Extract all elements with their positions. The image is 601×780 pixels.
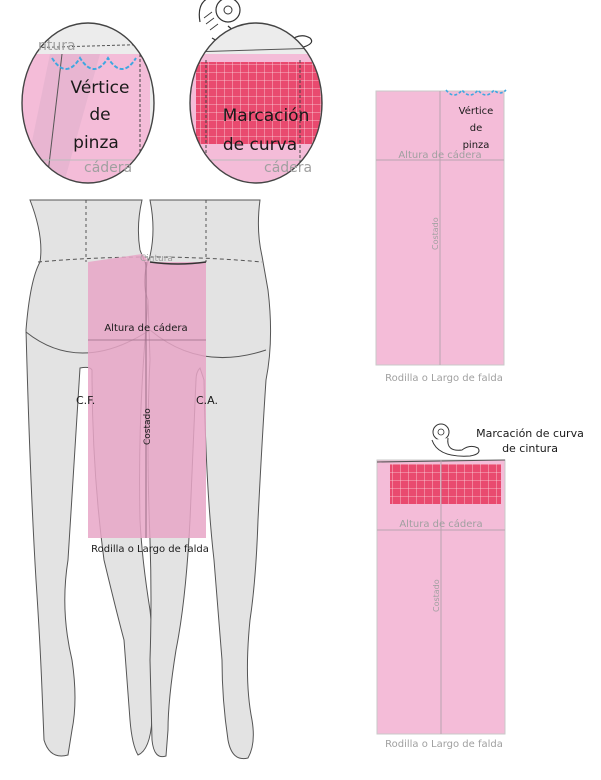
panel-bottom-costado: Costado	[432, 579, 441, 612]
zoom-left-bottom-label: cádera	[84, 160, 132, 176]
zoom-left-line-2: de	[89, 105, 110, 125]
zoom-right-line-2: de curva	[223, 135, 297, 155]
zoom-left-line-1: Vértice	[71, 78, 130, 98]
panel-top-costado: Costado	[431, 217, 440, 250]
figure-altura-label: Altura de cádera	[104, 322, 187, 334]
zoom-right-line-1: Marcación	[223, 106, 310, 126]
pattern-panel-dart: Vértice de pinza Altura de cádera Costad…	[375, 88, 507, 384]
figure-costado-label: Costado	[143, 408, 153, 445]
panel-top-altura: Altura de cádera	[398, 149, 481, 161]
panel-top-vertice-2: de	[470, 123, 483, 134]
french-curve-small-icon	[431, 423, 480, 457]
panel-top-vertice-3: pinza	[463, 140, 490, 151]
zoom-circle-dart: ntura Vértice de pinza cádera	[21, 22, 155, 184]
figure-cf-label: C.F.	[76, 394, 95, 407]
figure-rodilla-label: Rodilla o Largo de falda	[91, 544, 209, 555]
figure-cintura-label: Cintura	[140, 254, 173, 264]
pattern-panel-curve: Marcación de curva de cintura Altura de …	[376, 423, 584, 750]
zoom-circle-curve: Marcación de curva cádera	[189, 22, 323, 184]
figure-ca-label: C.A.	[196, 394, 218, 407]
panel-bottom-marcacion-2: de cintura	[502, 442, 558, 455]
zoom-right-bottom-label: cádera	[264, 160, 312, 176]
leg-figure: Cintura Altura de cádera C.F. C.A. Costa…	[25, 199, 272, 760]
panel-bottom-altura: Altura de cádera	[399, 518, 482, 530]
panel-bottom-marcacion-1: Marcación de curva	[476, 427, 584, 440]
skirt-pattern-overlay	[88, 254, 206, 538]
zoom-left-line-3: pinza	[73, 133, 119, 153]
panel-bottom-rodilla: Rodilla o Largo de falda	[385, 739, 503, 750]
zoom-left-top-label: ntura	[38, 38, 76, 54]
panel-top-rodilla: Rodilla o Largo de falda	[385, 373, 503, 384]
panel-top-vertice-1: Vértice	[459, 105, 494, 117]
